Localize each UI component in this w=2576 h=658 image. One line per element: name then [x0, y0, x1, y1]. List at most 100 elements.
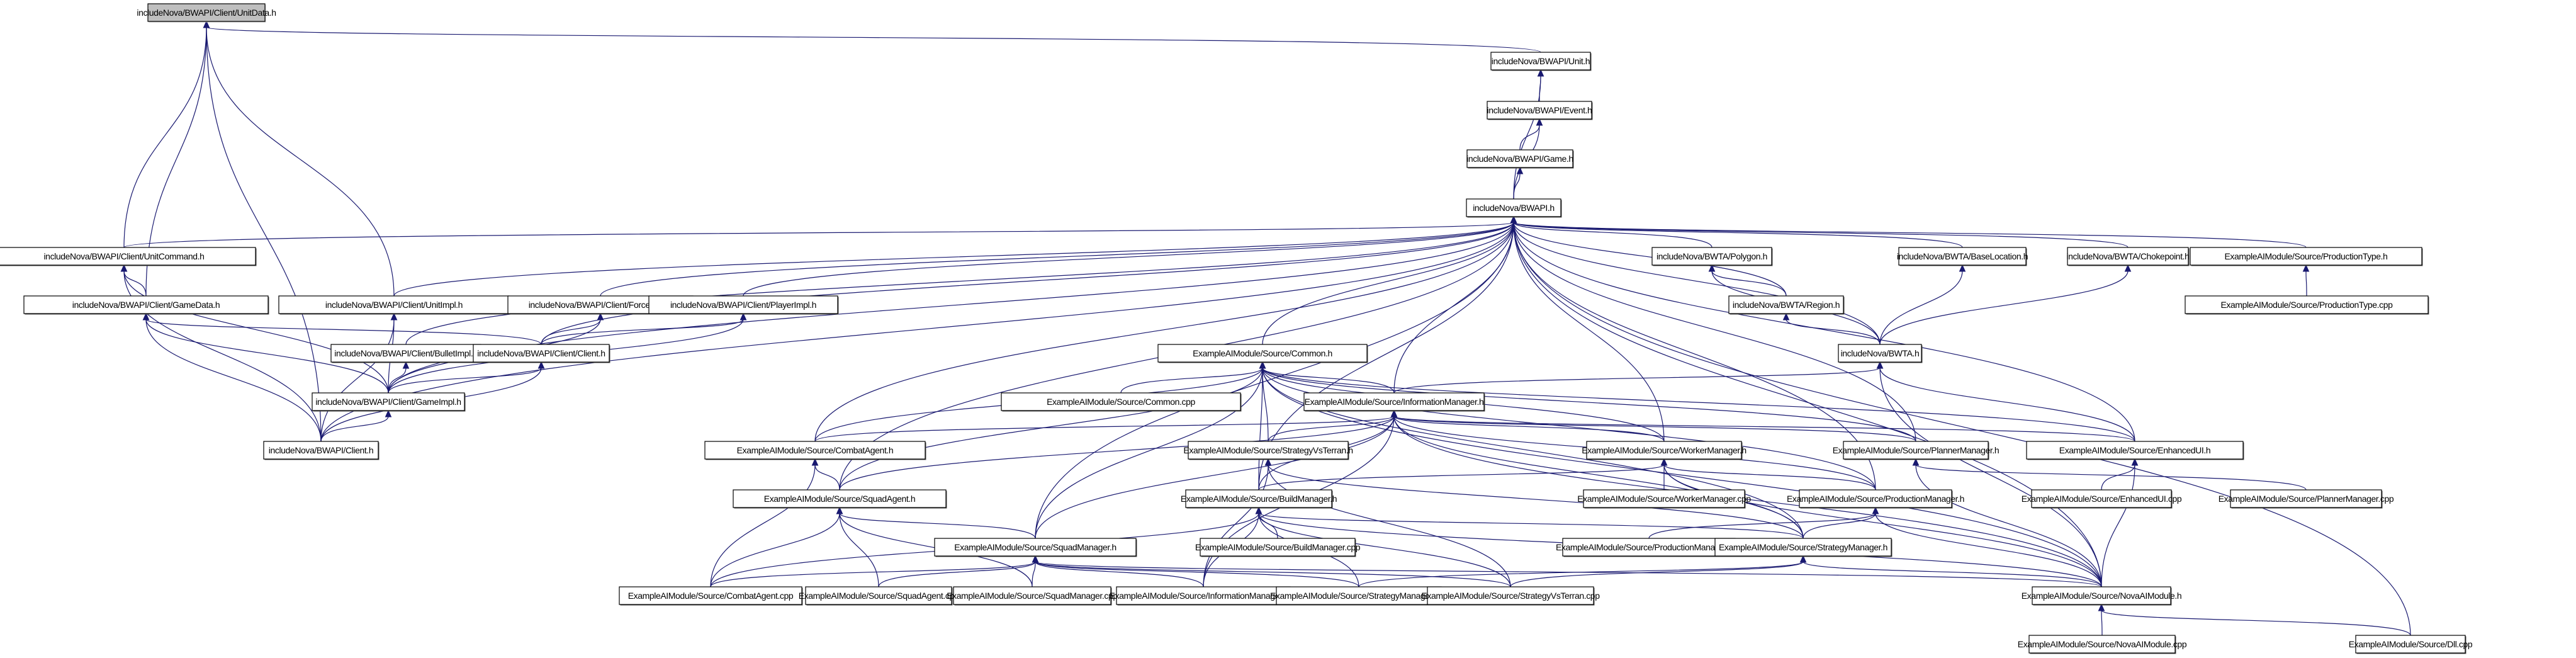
edge-line [1258, 464, 1665, 491]
node-exampleaimodule-source-squadagent-h[interactable]: ExampleAIModule/Source/SquadAgent.h [733, 489, 947, 509]
node-label: includeNova/BWAPI/Client/GameImpl.h [315, 397, 461, 407]
node-includenova-bwta-polygon-h[interactable]: includeNova/BWTA/Polygon.h [1651, 247, 1773, 266]
node-includenova-bwapi-client-playerimpl-h[interactable]: includeNova/BWAPI/Client/PlayerImpl.h [648, 295, 839, 315]
node-includenova-bwapi-client-unitdata-h[interactable]: includeNova/BWAPI/Client/UnitData.h [137, 3, 276, 23]
node-exampleaimodule-source-strategymanager-h[interactable]: ExampleAIModule/Source/StrategyManager.h [1714, 538, 1893, 557]
edge-n23-to-n18 [1393, 361, 1884, 394]
node-exampleaimodule-source-workermanager-cpp[interactable]: ExampleAIModule/Source/WorkerManager.cpp [1577, 489, 1752, 509]
edge-line [1513, 222, 1963, 248]
node-label: includeNova/BWAPI/Event.h [1487, 105, 1592, 115]
node-exampleaimodule-source-enhancedui-cpp[interactable]: ExampleAIModule/Source/EnhancedUI.cpp [2022, 489, 2182, 509]
node-includenova-bwapi-client-client-h[interactable]: includeNova/BWAPI/Client/Client.h [473, 344, 610, 363]
edge-line [145, 319, 389, 394]
node-exampleaimodule-source-novaaimodule-h[interactable]: ExampleAIModule/Source/NovaAIModule.h [2022, 586, 2182, 606]
node-label: ExampleAIModule/Source/WorkerManager.cpp [1577, 494, 1751, 504]
node-includenova-bwapi-unit-h[interactable]: includeNova/BWAPI/Unit.h [1490, 52, 1592, 71]
edge-n4-to-n3 [1513, 166, 1524, 200]
node-includenova-bwapi-client-h[interactable]: includeNova/BWAPI/Client.h [263, 441, 380, 460]
node-includenova-bwapi-client-gameimpl-h[interactable]: includeNova/BWAPI/Client/GameImpl.h [312, 392, 466, 412]
node-exampleaimodule-source-novaaimodule-cpp[interactable]: ExampleAIModule/Source/NovaAIModule.cpp [2018, 635, 2187, 654]
arrowhead-icon [537, 361, 545, 369]
edge-line [1268, 416, 1395, 442]
node-label: ExampleAIModule/Source/NovaAIModule.h [2022, 591, 2181, 601]
node-exampleaimodule-source-common-cpp[interactable]: ExampleAIModule/Source/Common.cpp [1001, 392, 1242, 412]
node-exampleaimodule-source-combatagent-h[interactable]: ExampleAIModule/Source/CombatAgent.h [704, 441, 926, 460]
node-exampleaimodule-source-squadmanager-cpp[interactable]: ExampleAIModule/Source/SquadManager.cpp [947, 586, 1118, 606]
node-exampleaimodule-source-enhancedui-h[interactable]: ExampleAIModule/Source/EnhancedUI.h [2026, 441, 2244, 460]
edge-n5-to-n0 [123, 20, 210, 248]
node-includenova-bwta-region-h[interactable]: includeNova/BWTA/Region.h [1728, 295, 1845, 315]
arrowhead-icon [1876, 361, 1884, 369]
node-exampleaimodule-source-informationmanager-h[interactable]: ExampleAIModule/Source/InformationManage… [1303, 392, 1485, 412]
edge-n18-to-n16 [1879, 264, 1966, 345]
node-label: includeNova/BWAPI/Client/PlayerImpl.h [670, 300, 816, 310]
node-exampleaimodule-source-strategyvsterran-cpp[interactable]: ExampleAIModule/Source/StrategyVsTerran.… [1421, 586, 1600, 606]
node-includenova-bwapi-client-bulletimpl-h[interactable]: includeNova/BWAPI/Client/BulletImpl.h [330, 344, 482, 363]
node-label: ExampleAIModule/Source/Common.cpp [1047, 397, 1195, 407]
node-box [1157, 344, 1368, 363]
node-exampleaimodule-source-strategymanager-cpp[interactable]: ExampleAIModule/Source/StrategyManager.c… [1270, 586, 1448, 606]
node-exampleaimodule-source-common-h[interactable]: ExampleAIModule/Source/Common.h [1157, 344, 1368, 363]
node-exampleaimodule-source-squadmanager-h[interactable]: ExampleAIModule/Source/SquadManager.h [934, 538, 1137, 557]
node-box [1799, 489, 1952, 508]
node-exampleaimodule-source-dll-cpp[interactable]: ExampleAIModule/Source/Dll.cpp [2349, 635, 2473, 654]
edge-line [2101, 610, 2411, 636]
node-label: ExampleAIModule/Source/Common.h [1193, 348, 1332, 358]
node-includenova-bwapi-h[interactable]: includeNova/BWAPI.h [1466, 198, 1562, 218]
arrowhead-icon [1660, 458, 1668, 466]
node-box [263, 441, 379, 460]
edge-n13-to-n0 [203, 20, 322, 442]
edge-line [1262, 367, 2135, 442]
arrowhead-icon [203, 20, 210, 28]
node-exampleaimodule-source-plannermanager-h[interactable]: ExampleAIModule/Source/PlannerManager.h [1833, 441, 1999, 460]
edge-line [206, 26, 1541, 53]
node-includenova-bwapi-event-h[interactable]: includeNova/BWAPI/Event.h [1487, 101, 1593, 120]
arrowhead-icon [1510, 215, 1517, 224]
edge-n15-to-n14 [1708, 264, 1787, 297]
arrowhead-icon [740, 312, 747, 320]
node-label: ExampleAIModule/Source/InformationManage… [1110, 591, 1298, 601]
node-includenova-bwapi-game-h[interactable]: includeNova/BWAPI/Game.h [1466, 149, 1574, 169]
node-includenova-bwta-h[interactable]: includeNova/BWTA.h [1838, 344, 1923, 363]
node-includenova-bwapi-client-unitimpl-h[interactable]: includeNova/BWAPI/Client/UnitImpl.h [278, 295, 510, 315]
edge-line [123, 222, 1514, 248]
node-label: includeNova/BWAPI/Client/BulletImpl.h [334, 348, 477, 358]
edge-line [1268, 464, 1511, 587]
node-exampleaimodule-source-productionmanager-cpp[interactable]: ExampleAIModule/Source/ProductionManager… [1556, 538, 1743, 557]
node-exampleaimodule-source-plannermanager-cpp[interactable]: ExampleAIModule/Source/PlannerManager.cp… [2219, 489, 2394, 509]
node-includenova-bwapi-client-gamedata-h[interactable]: includeNova/BWAPI/Client/GameData.h [23, 295, 269, 315]
node-box [619, 586, 802, 605]
edge-n12-to-n11 [388, 361, 545, 394]
edge-n14-to-n4 [1510, 215, 1713, 248]
edge-line [839, 513, 1036, 539]
node-exampleaimodule-source-workermanager-h[interactable]: ExampleAIModule/Source/WorkerManager.h [1582, 441, 1746, 460]
edge-n43-to-n35 [1032, 555, 1359, 587]
node-exampleaimodule-source-productiontype-h[interactable]: ExampleAIModule/Source/ProductionType.h [2190, 247, 2423, 266]
node-exampleaimodule-source-productionmanager-h[interactable]: ExampleAIModule/Source/ProductionManager… [1787, 489, 1964, 509]
node-exampleaimodule-source-productiontype-cpp[interactable]: ExampleAIModule/Source/ProductionType.cp… [2185, 295, 2429, 315]
arrowhead-icon [2124, 264, 2132, 272]
node-exampleaimodule-source-squadagent-cpp[interactable]: ExampleAIModule/Source/SquadAgent.cpp [799, 586, 959, 606]
edge-line [1035, 367, 1263, 539]
edge-n1-to-n0 [203, 20, 1541, 53]
node-includenova-bwta-baselocation-h[interactable]: includeNova/BWTA/BaseLocation.h [1897, 247, 2028, 266]
node-exampleaimodule-source-combatagent-cpp[interactable]: ExampleAIModule/Source/CombatAgent.cpp [619, 586, 803, 606]
node-box [473, 344, 610, 363]
node-label: ExampleAIModule/Source/SquadManager.cpp [947, 591, 1118, 601]
node-includenova-bwta-chokepoint-h[interactable]: includeNova/BWTA/Chokepoint.h [2066, 247, 2190, 266]
edge-n25-to-n23 [1268, 409, 1398, 442]
edge-n35-to-n23 [1035, 409, 1398, 539]
node-box [2026, 441, 2244, 460]
node-includenova-bwapi-client-unitcommand-h[interactable]: includeNova/BWAPI/Client/UnitCommand.h [0, 247, 257, 266]
node-exampleaimodule-source-buildmanager-cpp[interactable]: ExampleAIModule/Source/BuildManager.cpp [1195, 538, 1361, 557]
edge-line [814, 222, 1514, 442]
node-exampleaimodule-source-strategyvsterran-h[interactable]: ExampleAIModule/Source/StrategyVsTerran.… [1183, 441, 1353, 460]
edge-n42-to-n25 [1203, 458, 1272, 587]
edge-line [1393, 416, 1916, 442]
node-exampleaimodule-source-informationmanager-cpp[interactable]: ExampleAIModule/Source/InformationManage… [1110, 586, 1298, 606]
node-label: ExampleAIModule/Source/StrategyVsTerran.… [1183, 445, 1353, 455]
edge-line [1915, 464, 2307, 491]
node-exampleaimodule-source-buildmanager-h[interactable]: ExampleAIModule/Source/BuildManager.h [1181, 489, 1337, 509]
edge-line [814, 464, 840, 491]
edge-line [1035, 561, 1359, 587]
